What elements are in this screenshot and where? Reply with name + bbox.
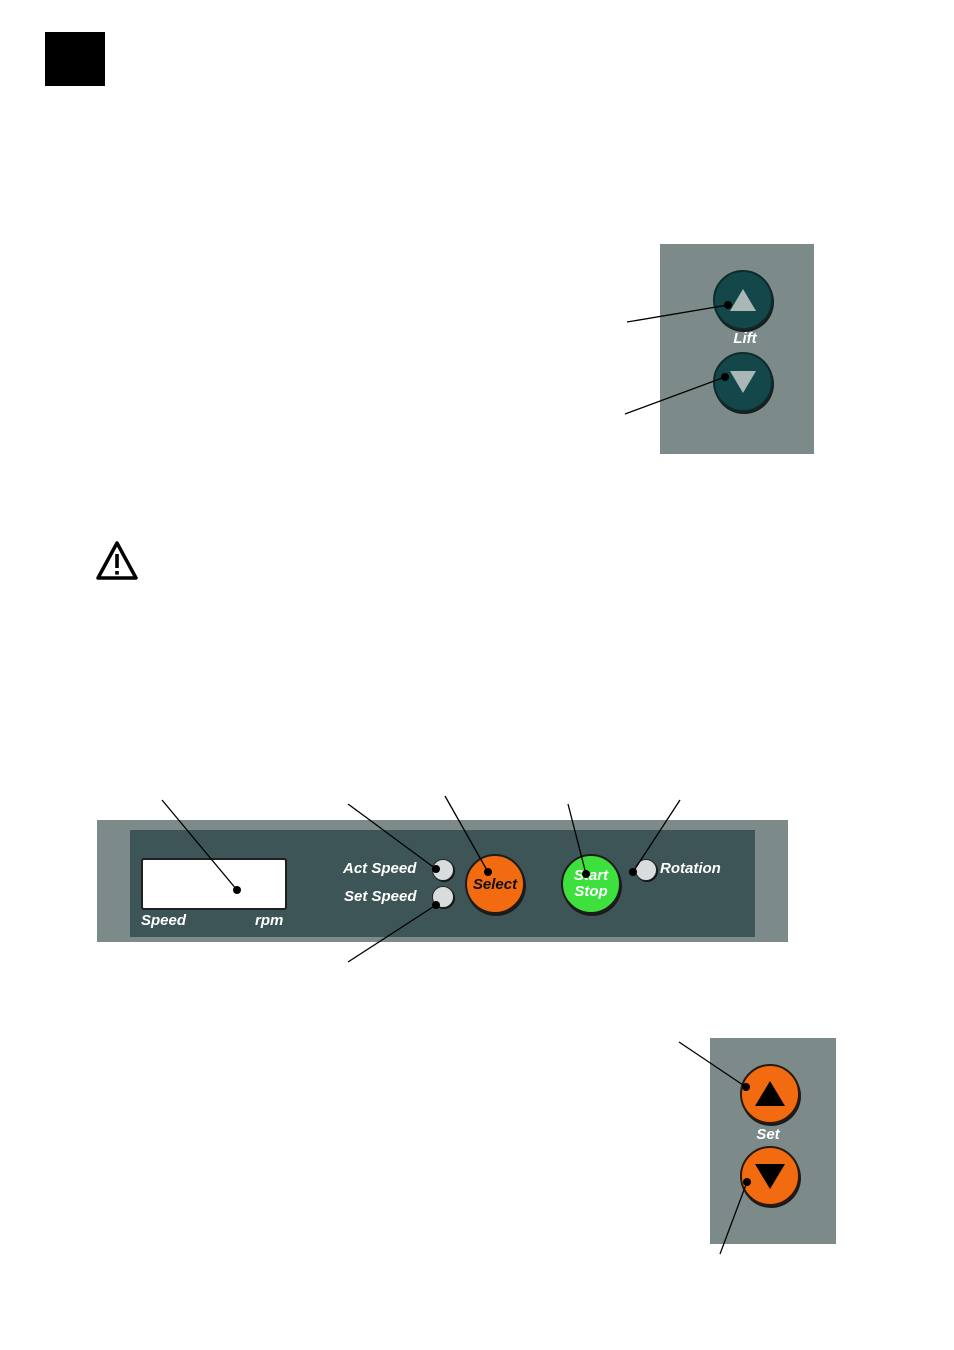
lift-up-button[interactable] bbox=[713, 270, 773, 330]
lift-panel: Lift bbox=[660, 244, 814, 454]
speed-display bbox=[141, 858, 287, 910]
select-button[interactable]: Select bbox=[465, 854, 525, 914]
act-speed-led bbox=[432, 859, 454, 881]
down-arrow-icon bbox=[730, 371, 756, 393]
set-speed-led bbox=[432, 886, 454, 908]
set-up-button[interactable] bbox=[740, 1064, 800, 1124]
lift-down-button[interactable] bbox=[713, 352, 773, 412]
speed-label: Speed bbox=[141, 912, 187, 929]
start-label: Start bbox=[573, 867, 609, 884]
lift-label: Lift bbox=[733, 330, 757, 347]
section-marker bbox=[45, 32, 105, 86]
set-down-button[interactable] bbox=[740, 1146, 800, 1206]
up-arrow-icon bbox=[730, 289, 756, 311]
up-arrow-icon bbox=[755, 1081, 785, 1106]
select-label: Select bbox=[472, 875, 518, 893]
act-speed-label: Act Speed bbox=[343, 860, 417, 877]
set-speed-label: Set Speed bbox=[344, 888, 417, 905]
set-label: Set bbox=[756, 1126, 780, 1143]
rpm-label: rpm bbox=[255, 912, 284, 929]
rotation-label: Rotation bbox=[660, 860, 721, 877]
start-stop-button[interactable]: Start Stop bbox=[561, 854, 621, 914]
set-panel: Set bbox=[710, 1038, 836, 1244]
rotation-led bbox=[635, 859, 657, 881]
down-arrow-icon bbox=[755, 1164, 785, 1189]
stop-label: Stop bbox=[574, 883, 608, 900]
warning-triangle-icon bbox=[96, 541, 138, 580]
